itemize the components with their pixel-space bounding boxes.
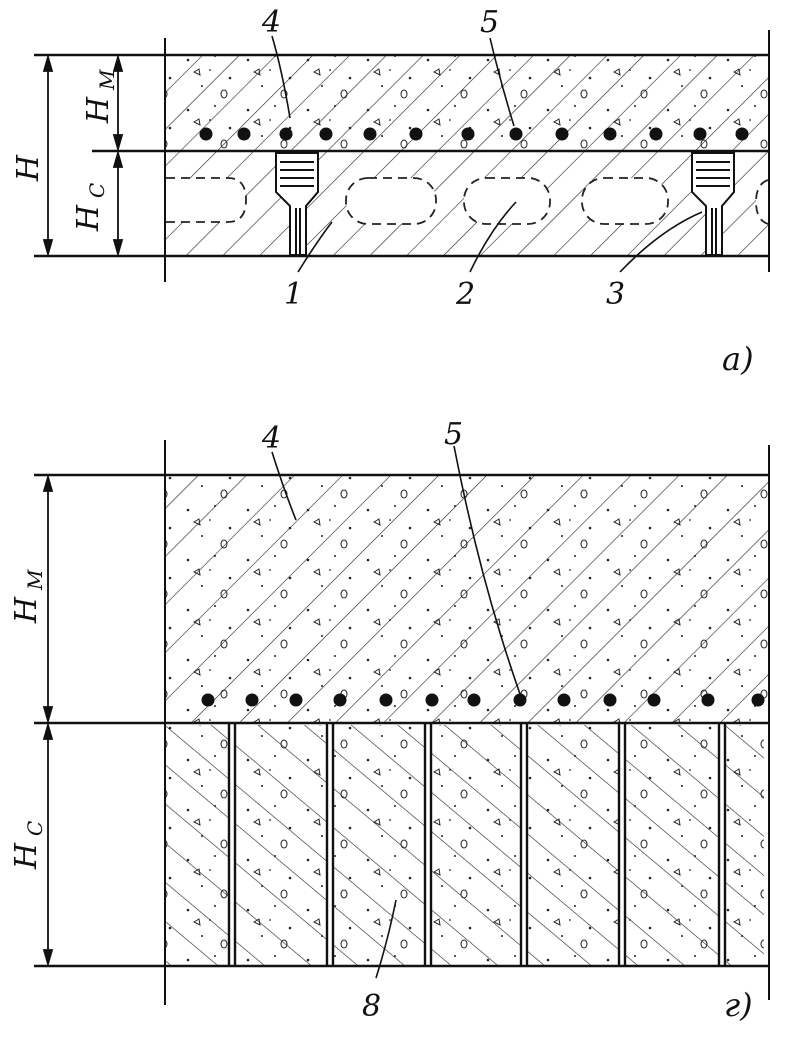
leader-5-b — [453, 445, 521, 695]
rebar-dot-b-8 — [513, 693, 527, 707]
block-7 — [726, 725, 764, 965]
block-aggregate — [166, 725, 228, 965]
block-aggregate — [626, 725, 718, 965]
figure-a-dimensions — [42, 53, 124, 258]
dim-bottom-label-b: H — [9, 842, 44, 870]
figure-a-voids — [166, 177, 769, 225]
callout-1: 1 — [284, 277, 303, 312]
block-6 — [626, 725, 718, 965]
rebar-dot-b-2 — [245, 693, 259, 707]
dim-bottom-sub-b: C — [23, 821, 47, 836]
rebar-dot-b-7 — [467, 693, 481, 707]
void-1 — [166, 177, 247, 223]
block-5 — [528, 725, 618, 965]
void-3 — [463, 177, 551, 225]
block-aggregate — [528, 725, 618, 965]
callout-4-b: 4 — [261, 421, 281, 456]
leader-8-b — [375, 899, 397, 979]
rebar-dot-b-5 — [379, 693, 393, 707]
figure-b-leaders — [271, 445, 521, 979]
leader-5 — [489, 37, 515, 127]
block-1 — [166, 725, 228, 965]
rebar-dot-a-3 — [279, 127, 293, 141]
figure-b: H M H C 4 5 8 г) — [9, 417, 770, 1024]
leader-2 — [469, 201, 517, 273]
figure-b-callouts: 4 5 8 — [261, 417, 463, 1024]
rebar-dot-a-11 — [649, 127, 663, 141]
rebar-dot-a-8 — [509, 127, 523, 141]
leader-1 — [297, 221, 333, 273]
rebar-dot-b-3 — [289, 693, 303, 707]
rebar-dot-a-7 — [461, 127, 475, 141]
rebar-dot-a-10 — [603, 127, 617, 141]
block-2 — [236, 725, 326, 965]
figure-a-dim-labels: H H M H C — [11, 69, 119, 232]
rebar-dot-a-13 — [735, 127, 749, 141]
block-3 — [334, 725, 424, 965]
rebar-dot-b-11 — [647, 693, 661, 707]
block-aggregate — [334, 725, 424, 965]
figure-b-top-layer — [166, 476, 768, 722]
rebar-dot-a-12 — [693, 127, 707, 141]
figure-b-reinforcement — [201, 693, 765, 707]
block-aggregate — [236, 725, 326, 965]
leader-4-b — [271, 451, 297, 521]
rebar-dot-a-4 — [319, 127, 333, 141]
block-4 — [432, 725, 520, 965]
dim-bottom-sub: C — [85, 183, 109, 198]
void-2 — [345, 177, 437, 225]
block-aggregate — [726, 725, 764, 965]
callout-2: 2 — [455, 277, 475, 312]
callout-4: 4 — [261, 5, 281, 40]
dim-total-label: H — [11, 154, 46, 182]
figure-b-dimensions — [42, 473, 54, 968]
figure-a-top-layer — [166, 56, 768, 150]
callout-8-b: 8 — [362, 989, 381, 1024]
rebar-dot-b-9 — [557, 693, 571, 707]
panel-label-b: г) — [724, 986, 753, 1024]
rebar-dot-b-10 — [603, 693, 617, 707]
rebar-dot-b-4 — [333, 693, 347, 707]
rebar-dot-a-6 — [409, 127, 423, 141]
figure-a: H H M H C 4 5 1 2 3 a) — [11, 5, 770, 378]
figure-a-leaders — [271, 35, 703, 273]
figure-a-reinforcement — [199, 127, 749, 141]
leader-3 — [619, 211, 703, 273]
figure-b-dim-labels: H M H C — [9, 569, 47, 870]
leader-4 — [271, 35, 291, 119]
rebar-dot-a-5 — [363, 127, 377, 141]
rebar-dot-b-13 — [751, 693, 765, 707]
dim-top-sub: M — [95, 69, 119, 91]
figure-b-blocks — [166, 724, 764, 966]
dim-top-sub-b: M — [23, 569, 47, 591]
callout-3: 3 — [606, 277, 625, 312]
dim-top-label: H — [81, 96, 116, 124]
callout-5-b: 5 — [444, 417, 463, 452]
void-5 — [755, 179, 769, 225]
rebar-dot-a-2 — [237, 127, 251, 141]
rebar-dot-b-12 — [701, 693, 715, 707]
callout-5: 5 — [480, 5, 499, 40]
rebar-dot-b-6 — [425, 693, 439, 707]
panel-label-a: a) — [722, 340, 754, 378]
block-aggregate — [432, 725, 520, 965]
dim-bottom-label: H — [71, 204, 106, 232]
rebar-dot-a-9 — [555, 127, 569, 141]
dim-top-label-b: H — [9, 596, 44, 624]
void-4 — [581, 177, 669, 225]
rebar-dot-a-1 — [199, 127, 213, 141]
rebar-dot-b-1 — [201, 693, 215, 707]
figure-a-callouts: 4 5 1 2 3 — [261, 5, 625, 312]
